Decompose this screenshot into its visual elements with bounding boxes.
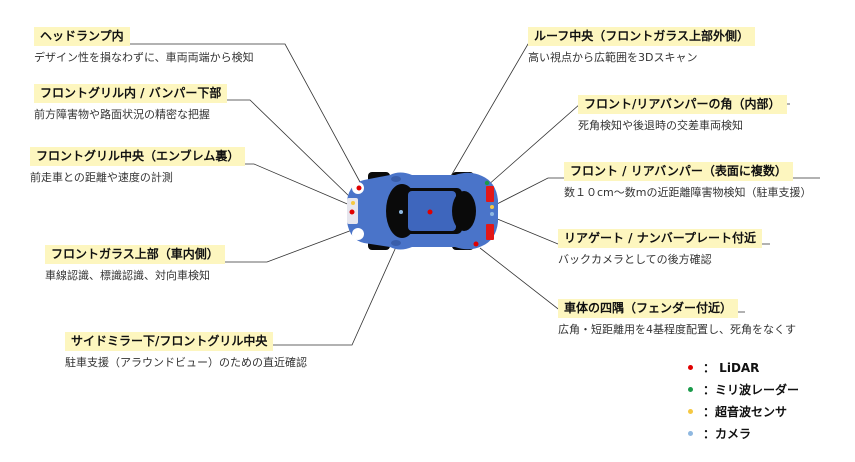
sensor-lidar-grille [349,209,355,215]
label-windshield-desc: 車線認識、標識認識、対向車検知 [45,269,210,282]
label-liftgate-desc: バックカメラとしての後方確認 [558,253,712,266]
sensor-ultrasonic-grille [351,201,355,205]
label-windshield-title: フロントガラス上部（車内側） [45,245,225,264]
tail-light-left [486,186,494,202]
label-bumper-corner-title: フロント/リアバンパーの角（内部） [578,95,787,114]
sensor-lidar-roof [427,209,433,215]
sensor-camera-rear [490,212,494,216]
label-liftgate-title: リアゲート / ナンバープレート付近 [558,229,763,248]
label-fender-title: 車体の四隅（フェンダー付近） [558,299,739,318]
legend: ： LiDAR ：ミリ波レーダー ：超音波センサ ：カメラ [688,356,799,444]
legend-dot-radar [688,386,693,392]
side-mirror-right [391,240,401,246]
label-grille-bumper-desc: 前方障害物や路面状況の精密な把握 [34,108,210,121]
label-headlamp-desc: デザイン性を損なわずに、車両両端から検知 [34,51,254,64]
label-bumper-surface-desc: 数１０cm～数mの近距離障害物検知（駐車支援） [564,186,812,199]
label-bumper-corner-desc: 死角検知や後退時の交差車両検知 [578,119,743,132]
label-liftgate: リアゲート / ナンバープレート付近 バックカメラとしての後方確認 [558,227,763,267]
label-grille-emblem: フロントグリル中央（エンブレム裏） 前走車との距離や速度の計測 [30,145,246,185]
legend-item-lidar: ： LiDAR [688,356,799,378]
label-headlamp: ヘッドランプ内 デザイン性を損なわずに、車両両端から検知 [34,25,254,65]
label-roof: ルーフ中央（フロントガラス上部外側） 高い視点から広範囲を3Dスキャン [528,25,756,65]
label-mirror-desc: 駐車支援（アラウンドビュー）のための直近確認 [65,356,307,369]
sensor-camera-windshield [399,210,403,214]
sensor-lidar-fender [473,241,479,247]
label-roof-desc: 高い視点から広範囲を3Dスキャン [528,51,698,64]
legend-item-ultrasonic: ：超音波センサ [688,400,799,422]
label-fender-desc: 広角・短距離用を4基程度配置し、死角をなくす [558,323,796,336]
label-bumper-surface-title: フロント / リアバンパー（表面に複数） [564,162,793,181]
car-illustration [347,172,498,250]
label-mirror: サイドミラー下/フロントグリル中央 駐車支援（アラウンドビュー）のための直近確認 [65,330,307,370]
label-grille-emblem-title: フロントグリル中央（エンブレム裏） [30,147,246,166]
legend-dot-lidar [688,364,693,370]
label-roof-title: ルーフ中央（フロントガラス上部外側） [528,27,756,46]
legend-label-radar: ：ミリ波レーダー [703,382,800,397]
label-fender: 車体の四隅（フェンダー付近） 広角・短距離用を4基程度配置し、死角をなくす [558,297,796,337]
legend-label-ultrasonic: ：超音波センサ [703,404,788,419]
legend-item-camera: ：カメラ [688,422,799,444]
sensor-radar-corner [484,180,490,186]
label-mirror-title: サイドミラー下/フロントグリル中央 [65,332,274,351]
label-bumper-surface: フロント / リアバンパー（表面に複数） 数１０cm～数mの近距離障害物検知（駐… [564,160,811,200]
sensor-lidar-headlamp [356,185,362,191]
legend-dot-ultrasonic [688,408,693,414]
label-grille-bumper: フロントグリル内 / バンパー下部 前方障害物や路面状況の精密な把握 [34,82,228,122]
label-grille-emblem-desc: 前走車との距離や速度の計測 [30,171,173,184]
label-grille-bumper-title: フロントグリル内 / バンパー下部 [34,84,228,103]
legend-dot-camera [688,430,693,436]
rear-window [452,191,476,231]
sensor-ultrasonic-rear [490,205,494,209]
tail-light-right [486,224,494,240]
headlamp-right [352,228,364,240]
label-windshield: フロントガラス上部（車内側） 車線認識、標識認識、対向車検知 [45,243,225,283]
side-mirror-left [391,176,401,182]
legend-label-lidar: ： LiDAR [703,360,760,375]
legend-label-camera: ：カメラ [703,426,752,441]
label-bumper-corner: フロント/リアバンパーの角（内部） 死角検知や後退時の交差車両検知 [578,93,787,133]
legend-item-radar: ：ミリ波レーダー [688,378,799,400]
label-headlamp-title: ヘッドランプ内 [34,27,130,46]
